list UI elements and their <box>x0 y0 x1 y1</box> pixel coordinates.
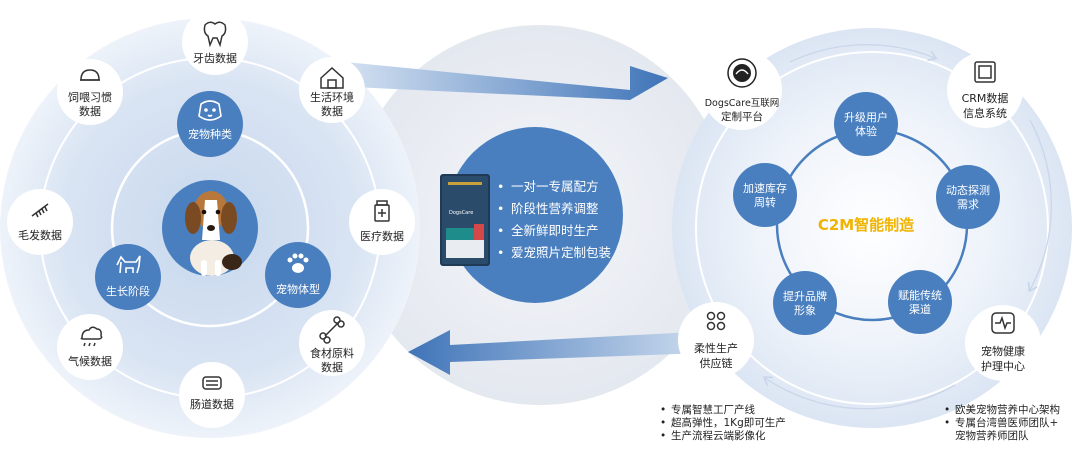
node-feeding-habit-label-1: 饲喂习惯 <box>68 90 112 104</box>
node-climate-data-label: 气候数据 <box>68 354 112 368</box>
health-note: 专属台湾兽医师团队+ <box>944 417 1060 430</box>
node-living-environment: 生活环境 数据 <box>299 57 365 123</box>
node-living-environment-label-1: 生活环境 <box>310 90 354 104</box>
svg-text:DogsCare: DogsCare <box>449 210 473 216</box>
node-crm-system-label-2: 信息系统 <box>963 106 1007 120</box>
house-icon <box>320 66 344 89</box>
node-ingredient-data-label-2: 数据 <box>321 360 343 374</box>
node-fur-data: 毛发数据 <box>7 189 73 255</box>
node-empower-channels: 赋能传统 渠道 <box>888 270 952 334</box>
node-gut-data: 肠道数据 <box>179 362 245 428</box>
tooth-icon <box>203 21 227 48</box>
intestine-icon <box>202 376 222 390</box>
health-note-continued: 宠物营养师团队 <box>955 430 1029 442</box>
dog-icon <box>116 255 141 274</box>
node-dynamic-demand: 动态探测 需求 <box>936 165 1000 229</box>
node-empower-channels-label-2: 渠道 <box>909 302 931 316</box>
dog-food-bag-image: DogsCare <box>440 174 490 266</box>
medicine-bottle-icon <box>374 200 390 222</box>
health-note: 宠物营养师团队 <box>944 430 1060 443</box>
node-upgrade-user-experience-label-2: 体验 <box>855 124 877 138</box>
node-dogscare-platform-label-1: DogsCare互联网 <box>705 98 780 109</box>
cloud-rain-icon <box>80 326 103 347</box>
top-flow-arrow <box>330 62 668 100</box>
bone-icon <box>319 316 345 344</box>
node-brand-image-label-1: 提升品牌 <box>783 289 827 303</box>
bottom-flow-arrow <box>408 330 735 375</box>
node-brand-image: 提升品牌 形象 <box>773 271 837 335</box>
health-notes: 欧美宠物营养中心架构 专属台湾兽医师团队+ 宠物营养师团队 <box>944 404 1060 443</box>
right-outer-arc-2 <box>1030 119 1052 290</box>
node-health-center: 宠物健康 护理中心 <box>965 305 1041 381</box>
node-inventory-turnover-label-2: 周转 <box>754 195 776 209</box>
right-outer-arc-3 <box>765 378 956 410</box>
node-dogscare-platform: DogsCare互联网 定制平台 <box>702 50 782 130</box>
c2m-title: C2M智能制造 <box>818 216 914 234</box>
feature-item: 爱宠照片定制包装 <box>497 242 647 264</box>
node-pet-size-label: 宠物体型 <box>276 282 320 296</box>
node-inventory-turnover: 加速库存 周转 <box>733 163 797 227</box>
node-upgrade-user-experience-label-1: 升级用户 <box>844 110 888 124</box>
feature-item: 一对一专属配方 <box>497 176 647 198</box>
node-ingredient-data-label-1: 食材原料 <box>310 346 354 360</box>
production-notes: 专属智慧工厂产线 超高弹性，1Kg即可生产 生产流程云端影像化 <box>660 404 786 443</box>
features-list: 一对一专属配方 阶段性营养调整 全新鲜即时生产 爱宠照片定制包装 <box>497 176 647 264</box>
feature-item: 全新鲜即时生产 <box>497 220 647 242</box>
node-dynamic-demand-label-1: 动态探测 <box>946 184 990 197</box>
node-dental-data-label: 牙齿数据 <box>193 51 237 65</box>
node-health-center-label-1: 宠物健康 <box>981 344 1025 358</box>
node-dynamic-demand-label-2: 需求 <box>957 198 979 211</box>
right-outer-arc-1 <box>789 44 935 63</box>
pet-face-icon <box>198 100 222 121</box>
node-pet-size: 宠物体型 <box>265 242 331 308</box>
crm-device-icon <box>974 61 996 83</box>
node-crm-system-label-1: CRM数据 <box>962 91 1009 105</box>
food-bowl-icon <box>80 69 100 81</box>
paw-icon <box>287 253 309 273</box>
node-ingredient-data: 食材原料 数据 <box>299 310 365 376</box>
node-brand-image-label-2: 形象 <box>794 304 816 317</box>
node-feeding-habit-label-2: 数据 <box>79 104 101 118</box>
production-note: 生产流程云端影像化 <box>660 430 786 443</box>
beagle-dog-photo <box>185 191 242 276</box>
health-note: 欧美宠物营养中心架构 <box>944 404 1060 417</box>
node-feeding-habit: 饲喂习惯 数据 <box>57 59 123 125</box>
node-dogscare-platform-label-2: 定制平台 <box>721 110 763 123</box>
node-growth-stage: 生长阶段 <box>95 244 161 310</box>
node-flexible-production-label-1: 柔性生产 <box>694 341 738 355</box>
node-climate-data: 气候数据 <box>57 314 123 380</box>
production-note: 专属智慧工厂产线 <box>660 404 786 417</box>
node-dental-data: 牙齿数据 <box>182 9 248 75</box>
node-fur-data-label: 毛发数据 <box>18 228 62 242</box>
node-medical-data-label: 医疗数据 <box>360 229 404 243</box>
node-health-center-label-2: 护理中心 <box>981 359 1025 373</box>
comb-icon <box>31 203 49 218</box>
dogscare-logo-icon <box>727 58 757 88</box>
node-growth-stage-label: 生长阶段 <box>106 284 150 298</box>
production-note: 超高弹性，1Kg即可生产 <box>660 417 786 430</box>
node-pet-type-label: 宠物种类 <box>188 127 232 141</box>
node-medical-data: 医疗数据 <box>349 189 415 255</box>
node-inventory-turnover-label-1: 加速库存 <box>743 181 787 195</box>
health-monitor-icon <box>991 312 1015 334</box>
flexible-production-icon <box>706 311 726 331</box>
node-flexible-production-label-2: 供应链 <box>700 356 733 370</box>
node-empower-channels-label-1: 赋能传统 <box>898 288 942 302</box>
node-crm-system: CRM数据 信息系统 <box>947 52 1023 128</box>
feature-item: 阶段性营养调整 <box>497 198 647 220</box>
node-pet-type: 宠物种类 <box>177 91 243 157</box>
node-upgrade-user-experience: 升级用户 体验 <box>834 92 898 156</box>
node-flexible-production: 柔性生产 供应链 <box>678 302 754 378</box>
node-living-environment-label-2: 数据 <box>321 104 343 118</box>
node-gut-data-label: 肠道数据 <box>190 397 234 411</box>
right-outer-ring <box>695 51 1049 405</box>
